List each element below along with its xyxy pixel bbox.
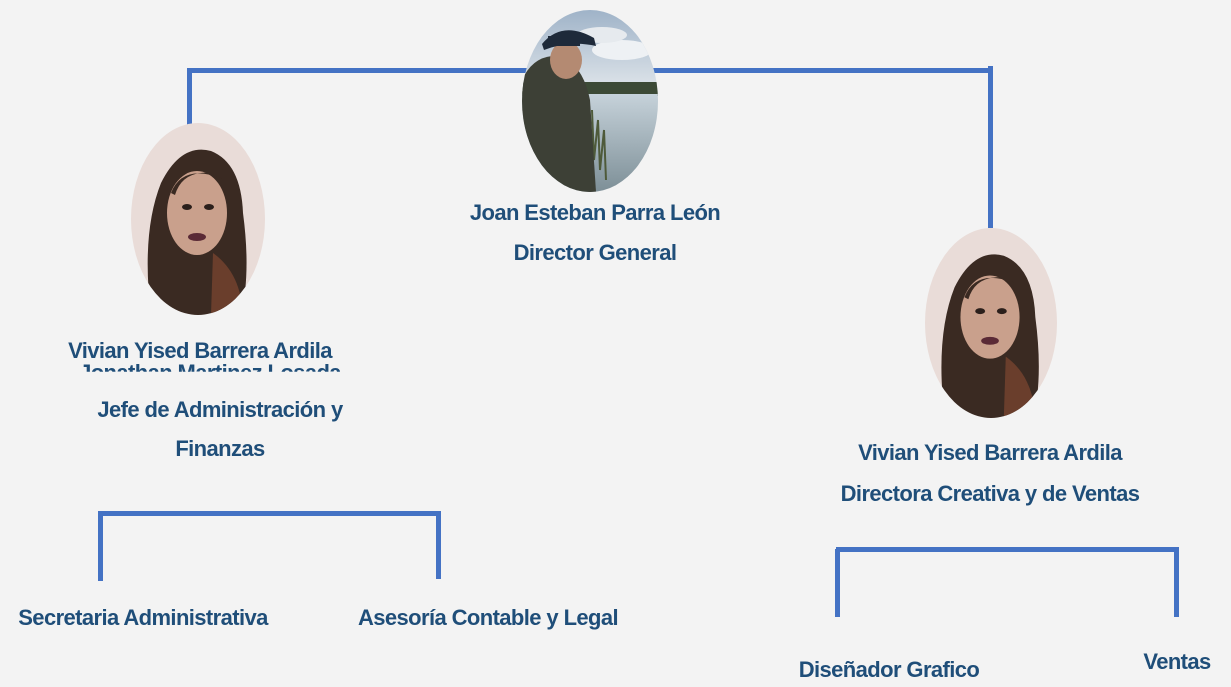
admin-head-photo [131,123,265,315]
unit-asesoria-contable-legal: Asesoría Contable y Legal [357,605,619,630]
connector-creative-horizontal [836,547,1179,552]
unit-ventas: Ventas [1143,649,1211,674]
admin-head-role-line1: Jefe de Administración y [97,397,343,422]
unit-disenador-grafico: Diseñador Grafico [798,657,980,682]
connector-creative-right [1174,547,1179,617]
admin-head-hidden-name: Jonathan Martinez Losada [79,360,341,385]
connector-admin-horizontal [99,511,440,516]
connector-creative-left [835,549,840,617]
creative-head-name: Vivian Yised Barrera Ardila [858,440,1122,465]
connector-left-drop [187,68,192,128]
creative-head-role: Directora Creativa y de Ventas [840,481,1140,506]
admin-head-role-line2: Finanzas [175,436,265,461]
unit-secretaria-administrativa: Secretaria Administrativa [18,605,268,630]
creative-head-photo [925,228,1057,418]
admin-head-name: Vivian Yised Barrera Ardila [68,338,332,363]
director-name: Joan Esteban Parra León [469,200,721,225]
connector-admin-left [98,511,103,581]
connector-admin-right [436,511,441,579]
connector-right-drop [988,66,993,228]
director-role: Director General [513,240,677,265]
director-photo [522,10,658,192]
